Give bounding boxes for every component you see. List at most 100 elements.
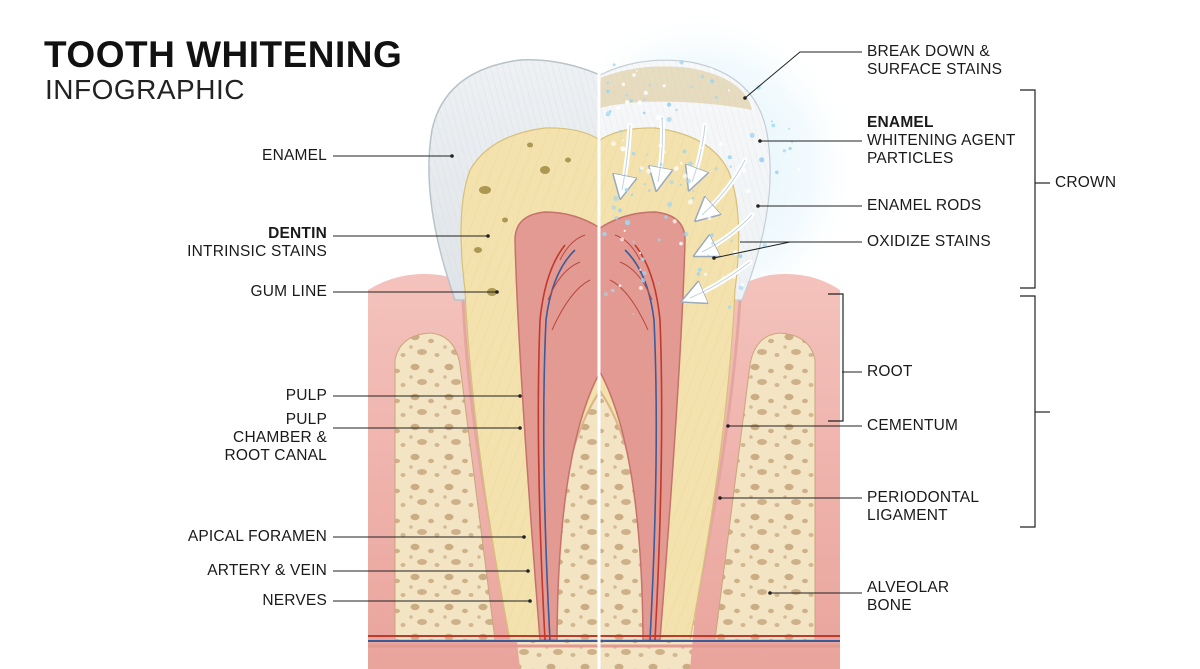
- particle-dot-icon: [639, 166, 644, 171]
- particle-dot-icon: [642, 111, 646, 115]
- particle-dot-icon: [710, 79, 715, 84]
- particle-dot-icon: [679, 60, 684, 65]
- particle-dot-icon: [719, 141, 724, 147]
- label-pulp-chamber: PULP CHAMBER & ROOT CANAL: [224, 411, 327, 464]
- particle-dot-icon: [692, 190, 695, 193]
- particle-dot-icon: [749, 132, 755, 138]
- particle-dot-icon: [771, 123, 776, 128]
- particle-dot-icon: [701, 147, 704, 150]
- particle-dot-icon: [639, 252, 642, 254]
- particle-dot-icon: [691, 196, 695, 200]
- particle-dot-icon: [619, 129, 623, 133]
- particle-dot-icon: [729, 165, 732, 168]
- particle-dot-icon: [679, 183, 682, 186]
- particle-dot-icon: [632, 152, 636, 156]
- particle-dot-icon: [700, 74, 705, 79]
- particle-dot-icon: [658, 125, 662, 129]
- particle-dot-icon: [662, 84, 666, 88]
- particle-dot-icon: [659, 163, 663, 166]
- particle-dot-icon: [775, 170, 779, 175]
- particle-dot-icon: [613, 195, 619, 202]
- particle-dot-icon: [682, 149, 687, 154]
- particle-dot-icon: [622, 139, 625, 142]
- leader-lines-right: [713, 51, 862, 594]
- particle-dot-icon: [611, 141, 616, 146]
- particle-dot-icon: [648, 83, 651, 87]
- particle-dot-icon: [620, 237, 625, 242]
- particle-dot-icon: [632, 240, 635, 243]
- particle-dot-icon: [642, 270, 647, 276]
- artery-and-vein: [537, 234, 663, 641]
- particle-dot-icon: [675, 108, 679, 112]
- nerve-base: [368, 635, 840, 648]
- particle-dot-icon: [635, 70, 638, 72]
- label-pulp: PULP: [285, 387, 327, 404]
- particle-dot-icon: [656, 115, 661, 120]
- particle-dot-icon: [612, 63, 616, 67]
- label-dentin: DENTIN INTRINSIC STAINS: [187, 225, 327, 260]
- particle-dot-icon: [787, 88, 792, 92]
- particle-dot-icon: [658, 282, 660, 284]
- particle-dot-icon: [740, 283, 744, 287]
- particle-dot-icon: [646, 168, 651, 174]
- particle-dot-icon: [663, 151, 666, 154]
- particle-dot-icon: [686, 178, 691, 184]
- particle-dot-icon: [741, 168, 747, 173]
- label-artery-vein: ARTERY & VEIN: [207, 562, 327, 579]
- particle-dot-icon: [788, 146, 792, 151]
- particle-dot-icon: [625, 94, 628, 97]
- particle-dot-icon: [672, 219, 677, 224]
- particle-dot-icon: [688, 161, 693, 166]
- particle-dot-icon: [640, 257, 645, 262]
- particle-dot-icon: [679, 241, 683, 246]
- particle-dot-icon: [625, 100, 630, 105]
- particle-dot-icon: [603, 71, 606, 73]
- particle-dot-icon: [632, 73, 636, 77]
- brackets: [828, 89, 1050, 528]
- particle-dot-icon: [611, 205, 616, 210]
- particle-dot-icon: [745, 188, 751, 194]
- label-oxidize-stains: OXIDIZE STAINS: [867, 233, 991, 250]
- particle-dot-icon: [730, 239, 733, 243]
- particle-dot-icon: [688, 298, 692, 302]
- particle-dot-icon: [667, 201, 673, 207]
- leader-lines-left: [333, 155, 530, 602]
- particle-dot-icon: [769, 228, 771, 230]
- particle-dot-icon: [738, 285, 744, 291]
- particle-dot-icon: [732, 274, 737, 279]
- label-crown: CROWN: [1055, 174, 1117, 191]
- particle-dot-icon: [629, 99, 633, 103]
- particle-dot-icon: [714, 95, 718, 100]
- particle-dot-icon: [728, 305, 732, 309]
- particle-dot-icon: [606, 81, 610, 84]
- surface-stain-band: [600, 66, 752, 110]
- particle-dot-icon: [606, 89, 610, 93]
- page-title: TOOTH WHITENING: [44, 34, 403, 75]
- label-root: ROOT: [867, 363, 913, 380]
- particle-dot-icon: [640, 278, 646, 283]
- root-bracket: [828, 293, 844, 422]
- label-enamel-rods: ENAMEL RODS: [867, 197, 982, 214]
- particle-dot-icon: [710, 233, 714, 237]
- particle-dot-icon: [602, 231, 607, 237]
- particle-dot-icon: [661, 117, 664, 120]
- particle-dot-icon: [624, 188, 629, 192]
- whitening-particles: [602, 39, 801, 315]
- particle-dot-icon: [643, 183, 646, 186]
- particle-dot-icon: [673, 166, 679, 171]
- particle-dot-icon: [697, 267, 703, 272]
- particle-dot-icon: [690, 85, 693, 88]
- label-cementum: CEMENTUM: [867, 417, 959, 434]
- crown-bracket: [1020, 89, 1036, 289]
- particle-dot-icon: [727, 155, 732, 160]
- label-alveolar-bone: ALVEOLAR BONE: [867, 579, 950, 614]
- lower-bracket: [1020, 295, 1036, 528]
- particle-dot-icon: [762, 243, 767, 248]
- label-apical-foramen: APICAL FORAMEN: [187, 528, 327, 545]
- label-periodontal-ligament: PERIODONTAL LIGAMENT: [867, 489, 980, 524]
- particle-dot-icon: [643, 90, 648, 95]
- particle-dot-icon: [623, 229, 626, 232]
- particle-dot-icon: [637, 100, 642, 105]
- label-nerves: NERVES: [262, 592, 327, 609]
